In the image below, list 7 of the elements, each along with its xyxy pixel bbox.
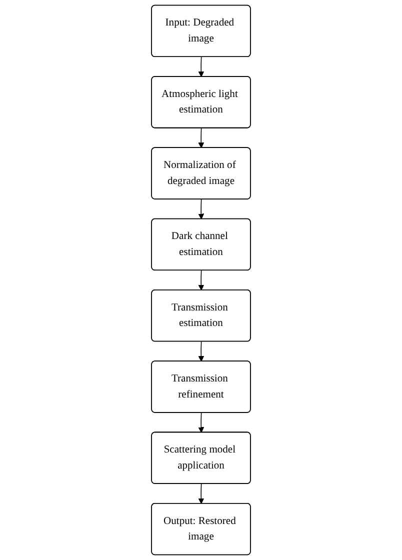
arrow	[198, 341, 204, 362]
arrow	[198, 128, 204, 148]
arrow	[198, 270, 204, 290]
arrow	[198, 484, 204, 504]
arrow	[198, 198, 204, 220]
arrow	[198, 56, 204, 78]
arrow	[198, 412, 204, 433]
